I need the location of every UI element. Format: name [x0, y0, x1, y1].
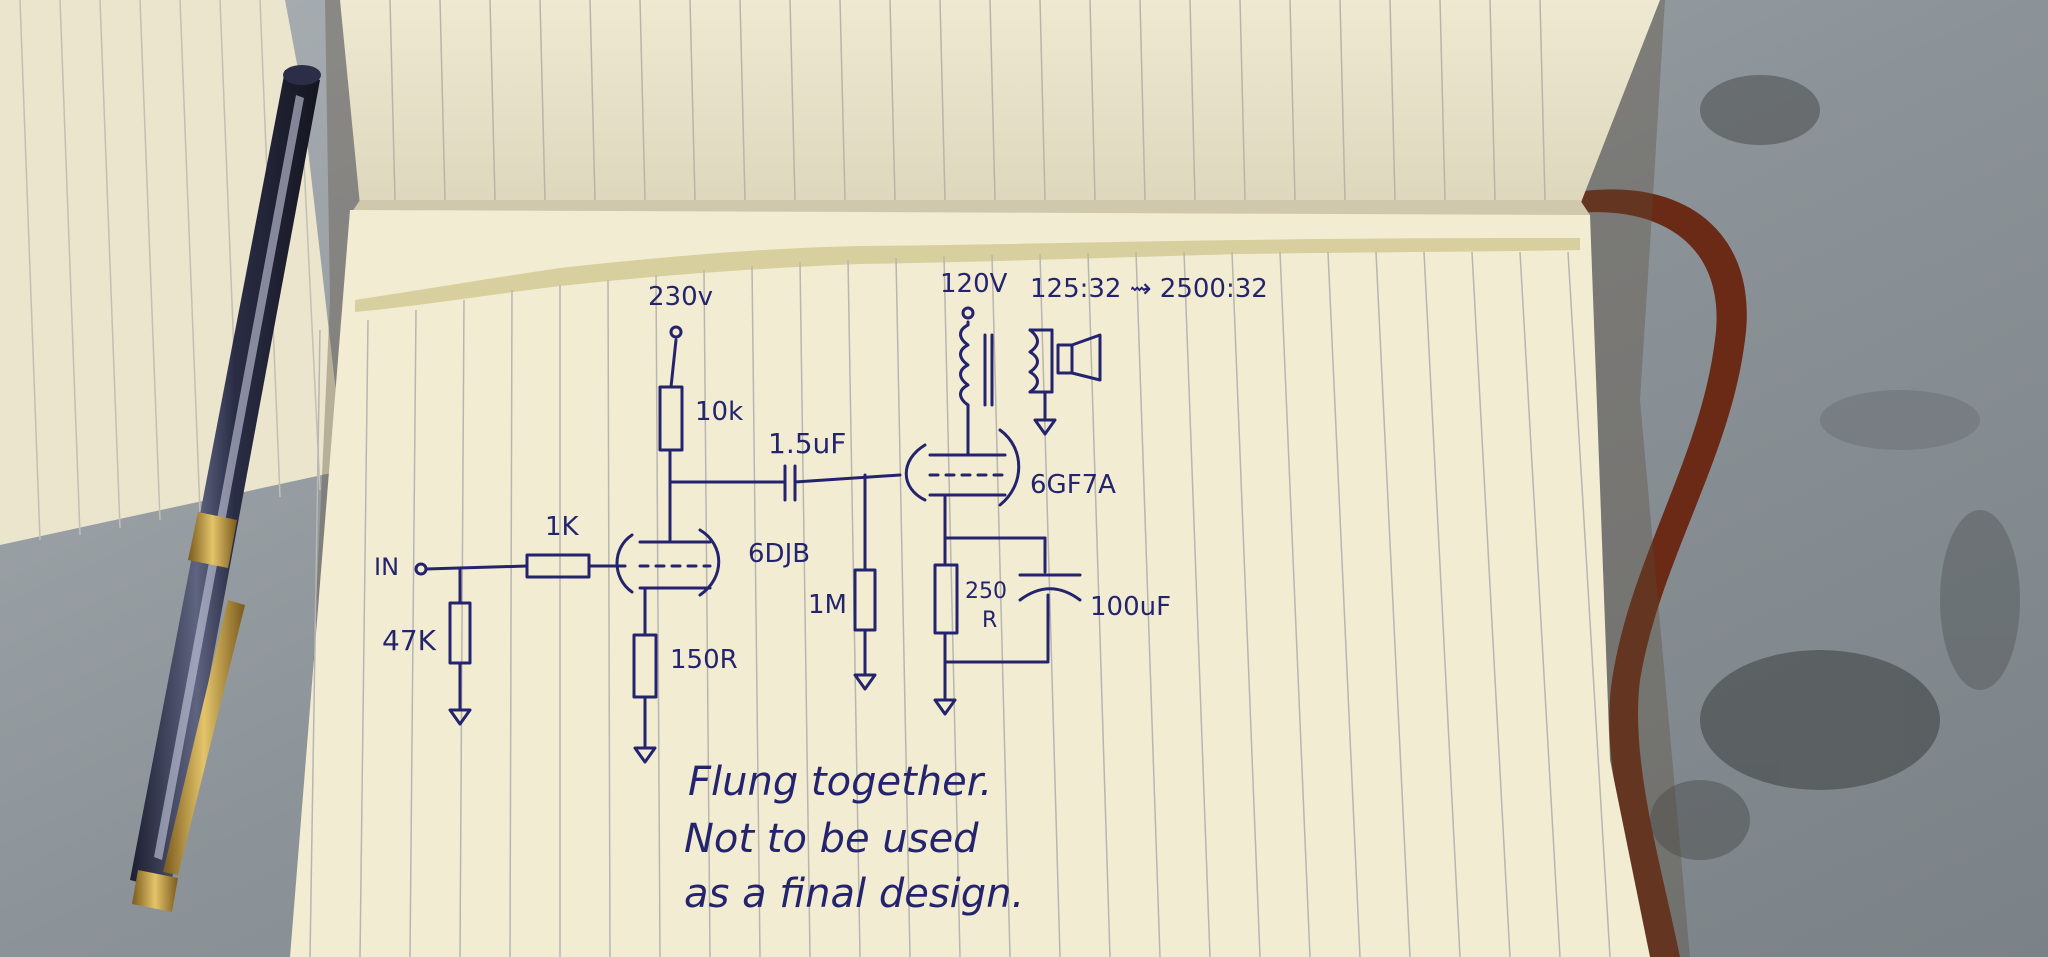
torn-page-strip — [355, 238, 1580, 312]
table-stains — [1650, 75, 2020, 860]
ground-symbol-speaker — [1033, 418, 1057, 436]
notebook-upper-page — [340, 0, 1660, 205]
label-120v: 120V — [940, 269, 1008, 299]
input-tube-symbol — [615, 528, 721, 597]
pen-gold-end — [132, 870, 178, 912]
label-1m: 1M — [808, 590, 847, 620]
label-230v: 230v — [648, 282, 713, 312]
label-100uf: 100uF — [1090, 592, 1171, 622]
note-line-2: Not to be used — [684, 816, 979, 862]
supply-terminal-120v — [961, 306, 975, 320]
label-250: 250 — [965, 579, 1007, 604]
amplifier-schematic — [414, 306, 1102, 764]
label-6djb: 6DJB — [748, 539, 810, 569]
label-10k: 10k — [695, 397, 743, 427]
main-page-lines — [309, 251, 1611, 957]
note-line-3: as a final design. — [684, 871, 1024, 917]
notebook — [290, 0, 1690, 957]
fountain-pen — [130, 65, 321, 912]
ground-symbol-input — [448, 708, 472, 726]
ground-symbol-cathode-2 — [933, 698, 957, 716]
supply-terminal-230v — [669, 325, 683, 339]
label-6gf7a: 6GF7A — [1030, 470, 1116, 500]
label-r: R — [982, 608, 997, 633]
notebook-main-page — [290, 210, 1650, 957]
output-tube-symbol — [904, 428, 1021, 507]
ribbon-bookmark — [1560, 189, 1747, 957]
note-line-1: Flung together. — [688, 759, 992, 805]
speaker-cone — [1070, 333, 1102, 382]
label-transformer-ratio: 125:32 ⇝ 2500:32 — [1030, 274, 1268, 304]
pen-highlight — [154, 95, 304, 860]
label-150r: 150R — [670, 645, 738, 675]
ground-symbol-grid-leak — [853, 673, 877, 691]
label-in: IN — [374, 553, 399, 581]
upper-page-lines — [389, 0, 1546, 201]
pen-clip — [163, 600, 245, 875]
label-47k: 47K — [382, 624, 437, 657]
transformer-primary — [959, 323, 970, 407]
label-1-5uf: 1.5uF — [768, 427, 846, 460]
label-1k: 1K — [545, 512, 580, 542]
transformer-secondary — [1028, 328, 1039, 394]
pen-cap-top — [283, 65, 321, 85]
ground-symbol-cathode-1 — [633, 746, 657, 764]
pen-gold-band — [188, 512, 237, 568]
